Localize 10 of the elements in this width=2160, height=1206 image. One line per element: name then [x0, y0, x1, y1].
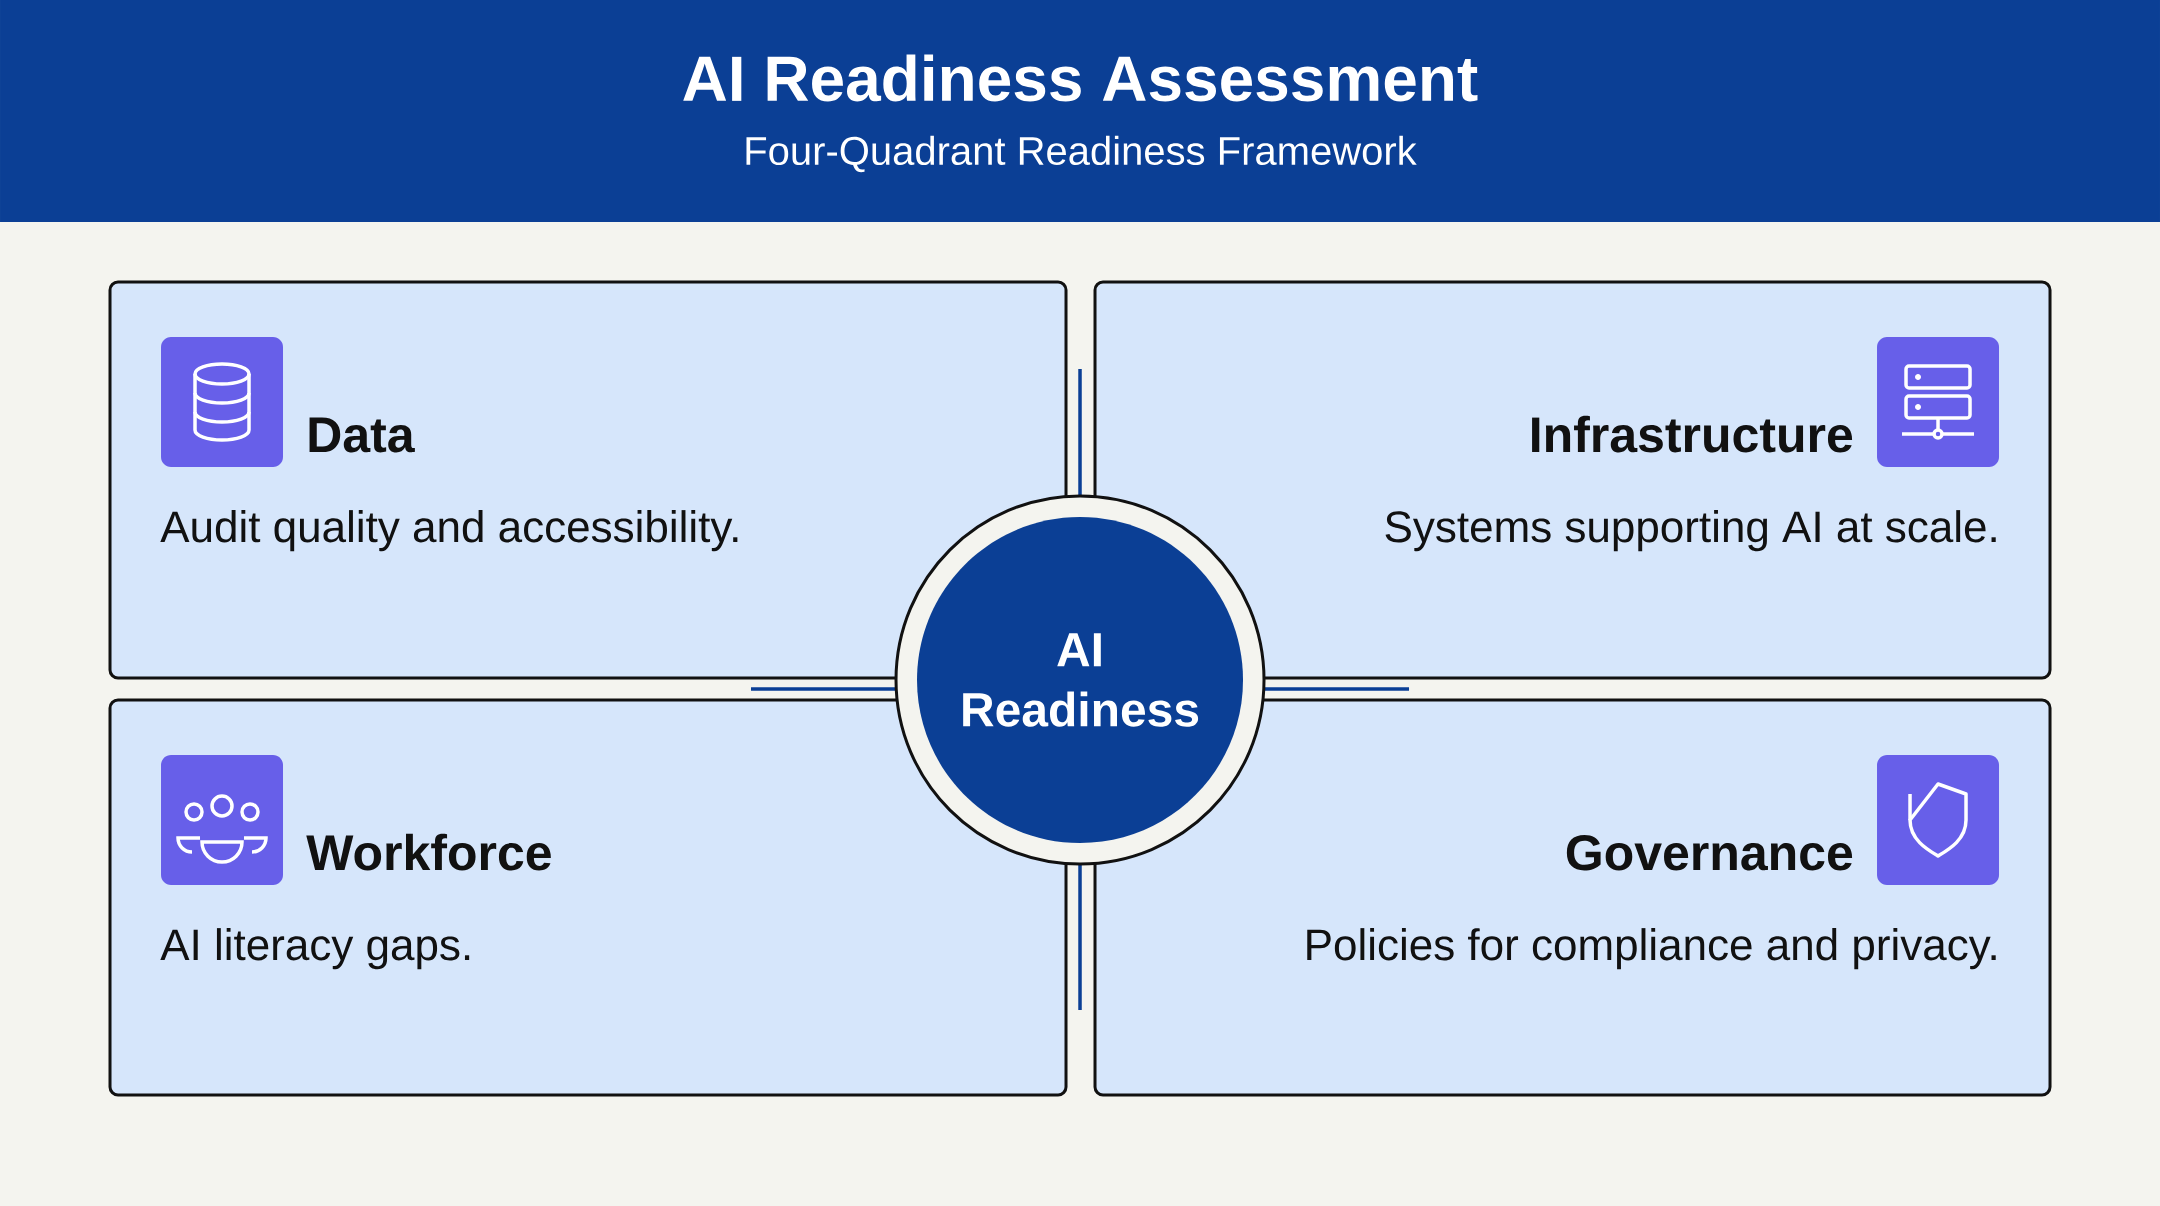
- card-heading: Data: [309, 417, 415, 453]
- card-heading: Infrastructure: [1532, 415, 1853, 453]
- title: AI Readiness Assessment: [683, 54, 1478, 102]
- card-description: Audit quality and accessibility.: [160, 510, 738, 552]
- card-description: Systems supporting AI at scale.: [1385, 510, 1996, 552]
- card-description: Policies for compliance and privacy.: [1307, 928, 1996, 970]
- subtitle: Four-Quadrant Readiness Framework: [746, 135, 1417, 173]
- card-description: AI literacy gaps.: [160, 928, 470, 970]
- card-heading: Governance: [1566, 835, 1853, 871]
- card-heading: Workforce: [306, 833, 551, 871]
